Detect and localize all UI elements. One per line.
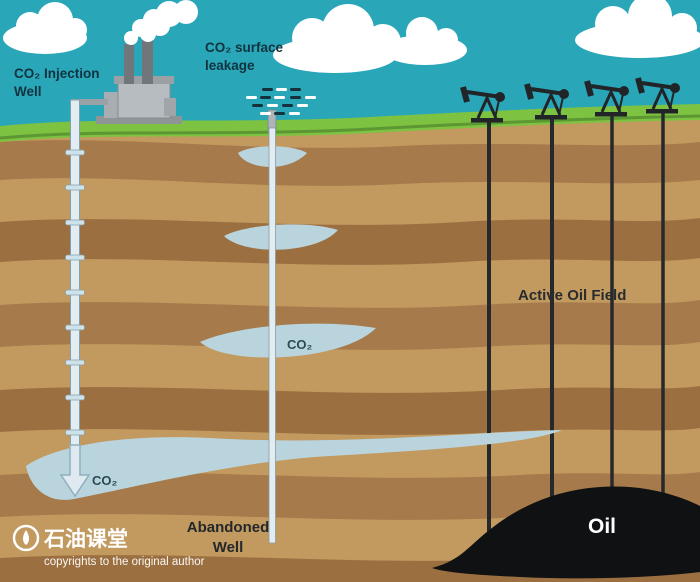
smoke [124, 0, 198, 45]
watermark-logo-glyph [23, 530, 29, 545]
smokestack [142, 38, 153, 84]
abandoned-well-label-line1: Abandoned [187, 519, 270, 536]
factory [72, 38, 182, 124]
watermark: 石油课堂 copyrights to the original author [12, 524, 205, 568]
injection-well-collars [65, 149, 85, 436]
co2-mid-label: CO₂ [287, 337, 313, 352]
plume-upper [224, 224, 338, 250]
co2-plumes [26, 146, 562, 500]
cloud-right [575, 0, 700, 58]
cloud-left [3, 2, 87, 54]
active-oil-field-label: Active Oil Field [518, 287, 626, 304]
co2-deep-label: CO₂ [92, 473, 118, 488]
leakage-label-line1: CO₂ surface [205, 40, 284, 55]
abandoned-well [267, 109, 277, 544]
watermark-logo-icon [12, 524, 40, 552]
plume-mid [200, 323, 376, 358]
plume-deep [26, 430, 562, 500]
abandoned-well-pipe [268, 127, 276, 544]
smokestack [124, 44, 134, 84]
watermark-brand: 石油课堂 [43, 527, 128, 551]
cloud-center [273, 4, 467, 73]
co2-flow-arrow-icon [59, 444, 91, 498]
oil-label: Oil [588, 515, 616, 538]
injection-well-label-line2: Well [14, 84, 42, 99]
leakage-dashes [246, 88, 316, 115]
watermark-copyright: copyrights to the original author [44, 556, 205, 568]
grass-shadow-line [0, 114, 700, 140]
injection-well [59, 99, 91, 498]
leakage-label-line2: leakage [205, 58, 255, 73]
surface-pipe [72, 99, 108, 105]
text-labels: CO₂ Injection Well CO₂ surface leakage C… [14, 40, 626, 556]
oil-reservoir [432, 486, 700, 579]
injection-well-label-line1: CO₂ Injection [14, 66, 100, 81]
oil-well-lines [487, 112, 665, 562]
abandoned-well-label-line2: Well [213, 539, 244, 556]
